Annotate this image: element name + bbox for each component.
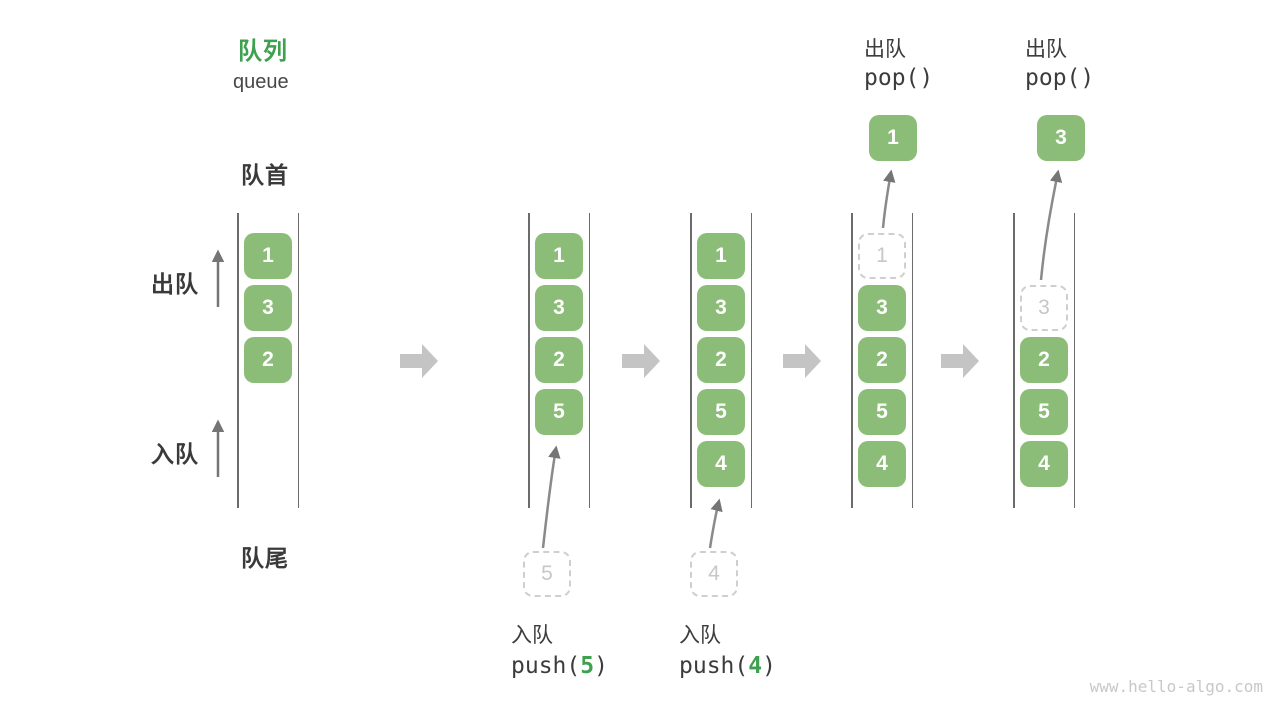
queue-item: 3 <box>697 285 745 331</box>
pop1-label: 出队 <box>864 38 906 61</box>
queue-item: 3 <box>858 285 906 331</box>
queue-wall-left <box>690 213 692 508</box>
push1-label: 入队 <box>511 624 553 647</box>
queue-wall-left <box>1013 213 1015 508</box>
pop2-label: 出队 <box>1025 38 1067 61</box>
step-arrow-icon <box>941 344 979 378</box>
popped-item-1: 1 <box>869 115 917 161</box>
pop1-code: pop() <box>864 65 934 91</box>
queue-item: 4 <box>858 441 906 487</box>
queue-wall-right <box>911 213 913 508</box>
push2-fn: push( <box>679 653 749 679</box>
queue-item-ghost: 1 <box>858 233 906 279</box>
queue-state-4: 1 3 2 5 4 <box>851 213 913 508</box>
step-arrow-icon <box>400 344 438 378</box>
queue-item: 5 <box>697 389 745 435</box>
push1-close: ) <box>594 653 608 679</box>
watermark: www.hello-algo.com <box>1089 677 1263 696</box>
queue-state-1: 1 3 2 <box>237 213 299 508</box>
queue-wall-right <box>750 213 752 508</box>
queue-item: 5 <box>535 389 583 435</box>
page-subtitle: queue <box>233 71 289 93</box>
push2-arg: 4 <box>748 653 763 679</box>
pop2-code: pop() <box>1025 65 1095 91</box>
queue-state-3: 1 3 2 5 4 <box>690 213 752 508</box>
queue-wall-left <box>851 213 853 508</box>
queue-wall-right <box>1073 213 1075 508</box>
queue-wall-left <box>528 213 530 508</box>
page-title: 队列 <box>238 38 288 65</box>
step-arrow-icon <box>783 344 821 378</box>
queue-item: 2 <box>535 337 583 383</box>
queue-wall-left <box>237 213 239 508</box>
queue-item: 1 <box>244 233 292 279</box>
queue-item: 1 <box>697 233 745 279</box>
push2-label: 入队 <box>679 624 721 647</box>
queue-wall-right <box>297 213 299 508</box>
queue-item: 4 <box>697 441 745 487</box>
queue-front-label: 队首 <box>241 162 289 188</box>
queue-state-2: 1 3 2 5 <box>528 213 590 508</box>
queue-item: 1 <box>535 233 583 279</box>
queue-wall-right <box>588 213 590 508</box>
enqueue-side-label: 入队 <box>151 441 199 467</box>
push1-arg: 5 <box>580 653 595 679</box>
push2-code: push(4) <box>679 653 776 679</box>
push1-code: push(5) <box>511 653 608 679</box>
queue-item: 2 <box>858 337 906 383</box>
queue-rear-label: 队尾 <box>241 545 289 571</box>
staged-item-5: 5 <box>523 551 571 597</box>
step-arrow-icon <box>622 344 660 378</box>
queue-item: 5 <box>858 389 906 435</box>
push4-flow-arrow <box>708 498 723 549</box>
queue-item: 2 <box>244 337 292 383</box>
dequeue-side-label: 出队 <box>151 271 199 297</box>
queue-item: 2 <box>697 337 745 383</box>
staged-item-4: 4 <box>690 551 738 597</box>
push2-close: ) <box>762 653 776 679</box>
queue-item: 3 <box>535 285 583 331</box>
queue-item: 2 <box>1020 337 1068 383</box>
popped-item-3: 3 <box>1037 115 1085 161</box>
queue-item: 5 <box>1020 389 1068 435</box>
queue-item-ghost: 3 <box>1020 285 1068 331</box>
queue-state-5: 3 2 5 4 <box>1013 213 1075 508</box>
push1-fn: push( <box>511 653 581 679</box>
queue-item: 4 <box>1020 441 1068 487</box>
queue-item: 3 <box>244 285 292 331</box>
